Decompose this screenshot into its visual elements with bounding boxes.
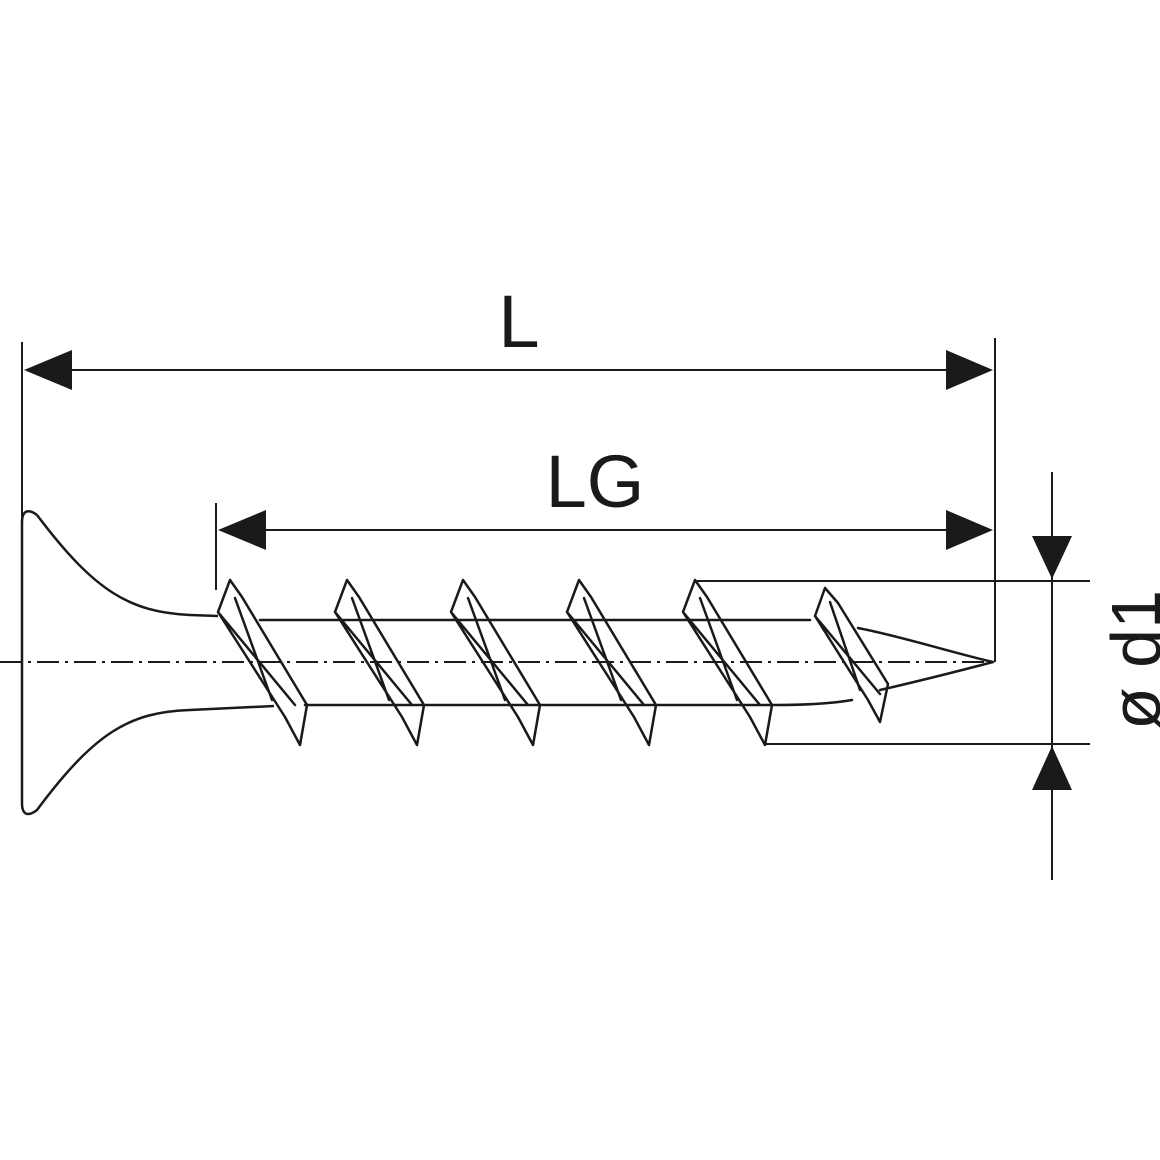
dimension-d1-label: ø d1 — [1097, 590, 1160, 730]
thread-flight — [333, 578, 426, 747]
thread-flight — [681, 578, 774, 747]
thread-flight — [565, 578, 658, 747]
thread-flight — [216, 578, 309, 747]
screw-tip — [856, 626, 995, 692]
dimension-lg-label: LG — [546, 440, 645, 523]
dimension-l: L — [24, 280, 993, 390]
screw-shank — [258, 618, 995, 707]
dimension-lg: LG — [218, 440, 993, 550]
screw-threads — [216, 578, 890, 747]
dimension-l-arrow-right — [946, 350, 993, 390]
thread-flight — [813, 586, 890, 724]
dimension-l-label: L — [498, 280, 539, 363]
dimension-lg-arrow-right — [946, 510, 993, 550]
thread-flight — [449, 578, 542, 747]
extension-lines — [21, 338, 1090, 745]
dimension-l-arrow-left — [24, 350, 72, 390]
dimension-lg-arrow-left — [218, 510, 266, 550]
dimension-d1-arrow-top — [1032, 536, 1072, 579]
dimension-d1-arrow-bottom — [1032, 746, 1072, 790]
dimension-d1: ø d1 — [1032, 472, 1160, 880]
screw-head — [20, 510, 275, 816]
